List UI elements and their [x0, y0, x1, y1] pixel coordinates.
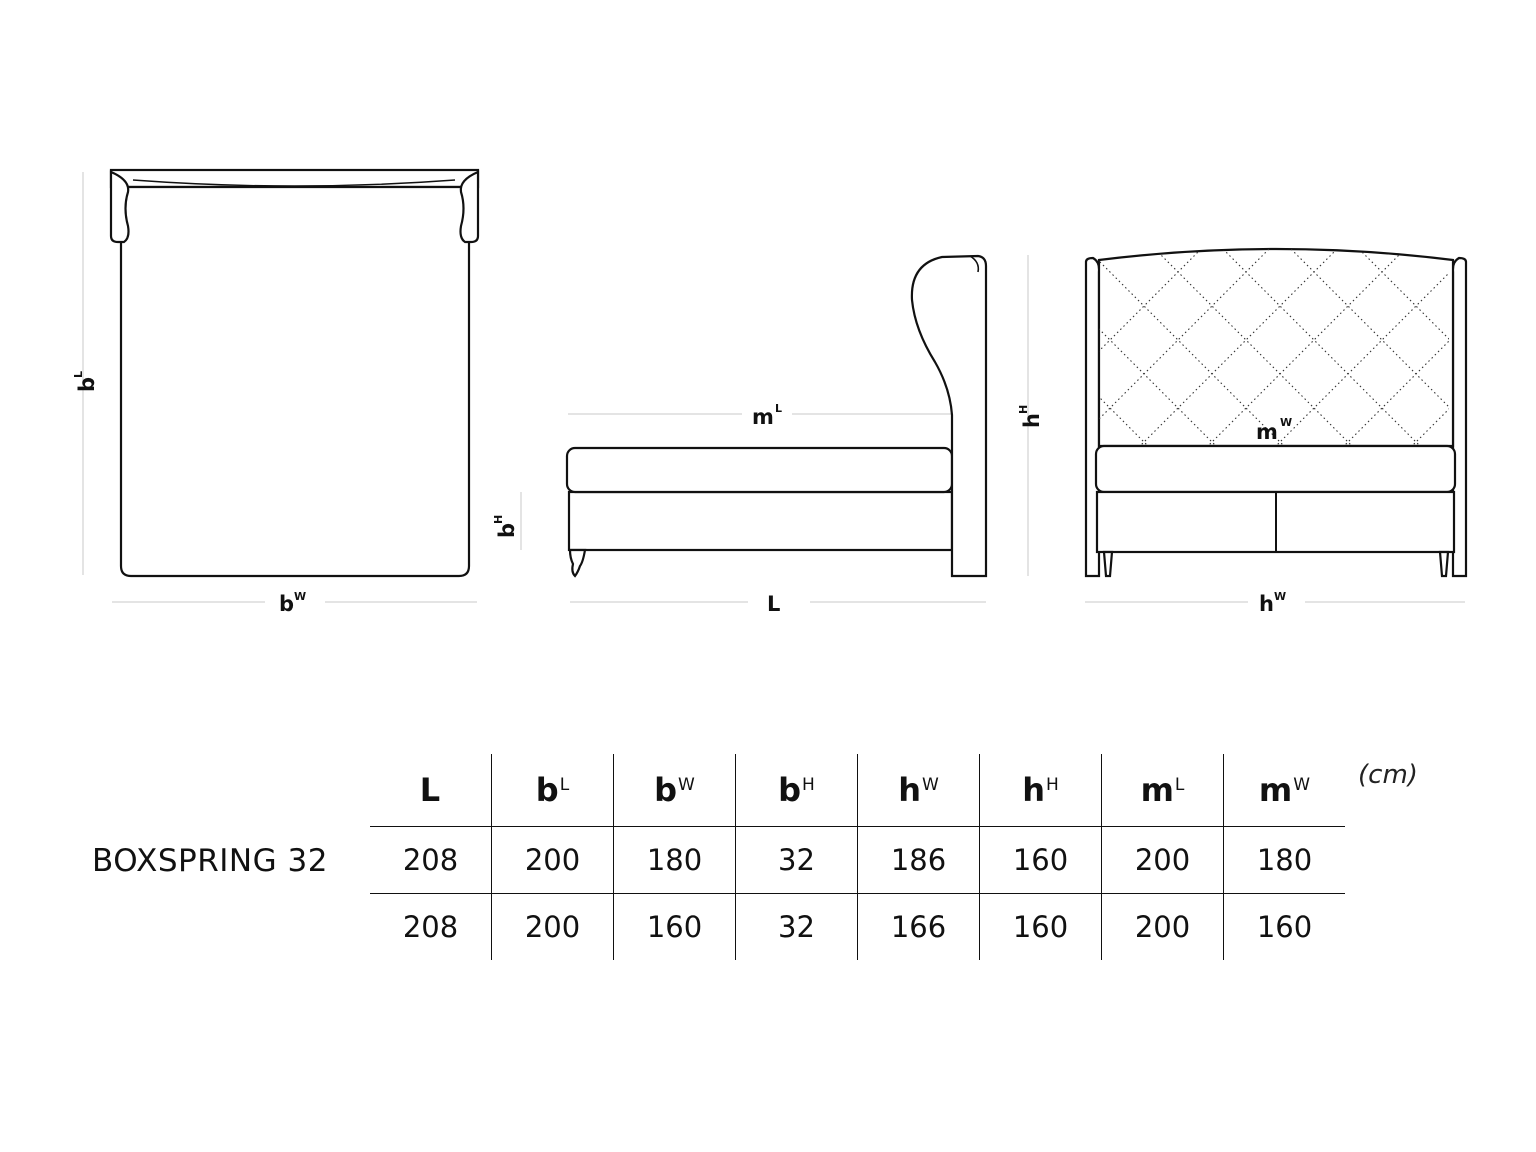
label-bw: b W: [279, 590, 306, 616]
front-view-foot-left: [1102, 550, 1114, 578]
table-cell: 200: [1101, 893, 1224, 960]
table-cell: 160: [613, 893, 736, 960]
table-row: 208 200 160 32 166 160 200 160: [370, 893, 1345, 960]
table-cell: 166: [857, 893, 980, 960]
label-mw: m W: [1256, 416, 1292, 444]
table-cell: 32: [735, 893, 858, 960]
dimension-table: L bL bW bH hW hH mL mW 208 200 180 32 18…: [370, 754, 1345, 960]
table-cell: 200: [491, 826, 614, 894]
column-header: L: [370, 754, 492, 827]
table-cell: 160: [979, 893, 1102, 960]
label-bh-sup: H: [492, 515, 505, 524]
label-bw-sup: W: [294, 590, 306, 603]
label-L: L: [767, 592, 780, 616]
table-cell: 200: [1101, 826, 1224, 894]
label-bl-base: b: [75, 377, 99, 392]
label-L-base: L: [767, 592, 780, 616]
top-view: [82, 168, 480, 603]
column-header: hW: [857, 754, 980, 827]
front-view-foot-right: [1438, 550, 1450, 578]
side-view: [520, 254, 988, 603]
top-view-headboard: [109, 168, 480, 189]
table-cell: 200: [491, 893, 614, 960]
side-view-mattress: [565, 446, 954, 494]
table-cell: 32: [735, 826, 858, 894]
column-header: bL: [491, 754, 614, 827]
table-cell: 208: [370, 826, 492, 894]
table-cell: 186: [857, 826, 980, 894]
label-ml-sup: L: [775, 402, 782, 415]
front-view-headboard: [1097, 247, 1455, 448]
side-view-boxspring: [567, 490, 954, 552]
table-cell: 208: [402, 910, 459, 944]
table-header-row: L bL bW bH hW hH mL mW: [370, 754, 1345, 827]
label-hh: h H: [1017, 405, 1044, 428]
table-row: 208 200 180 32 186 160 200 180: [370, 826, 1345, 894]
top-view-wing-left: [109, 170, 130, 244]
table-cell: 180: [1223, 826, 1345, 894]
front-view: [1027, 247, 1468, 603]
label-bh: b H: [492, 515, 519, 538]
label-hw: h W: [1259, 590, 1286, 616]
column-header: mL: [1101, 754, 1224, 827]
table-cell: 180: [613, 826, 736, 894]
label-hh-base: h: [1020, 413, 1044, 428]
label-hw-sup: W: [1274, 590, 1286, 603]
column-header: bW: [613, 754, 736, 827]
side-view-foot: [568, 548, 587, 578]
side-view-headboard: [910, 254, 988, 578]
column-header: hH: [979, 754, 1102, 827]
label-bw-base: b: [279, 592, 294, 616]
column-header: bH: [735, 754, 858, 827]
label-mw-sup: W: [1280, 416, 1292, 429]
label-ml-base: m: [752, 405, 774, 429]
bed-dimension-drawing: b L b W m L b H L h H m W h W: [72, 168, 1468, 616]
table-cell: 160: [979, 826, 1102, 894]
unit-label: (cm): [1358, 760, 1418, 790]
label-bl-sup: L: [72, 371, 85, 378]
top-view-wing-right: [459, 170, 480, 244]
label-hh-sup: H: [1017, 405, 1030, 414]
label-ml: m L: [752, 402, 782, 429]
label-hw-base: h: [1259, 592, 1274, 616]
label-bh-base: b: [495, 523, 519, 538]
table-cell: 160: [1223, 893, 1345, 960]
product-name: BOXSPRING 32: [92, 843, 328, 879]
label-mw-base: m: [1256, 420, 1278, 444]
top-view-bed: [119, 185, 471, 578]
label-bl: b L: [72, 371, 99, 392]
front-view-mattress: [1094, 444, 1457, 494]
column-header: mW: [1223, 754, 1345, 827]
